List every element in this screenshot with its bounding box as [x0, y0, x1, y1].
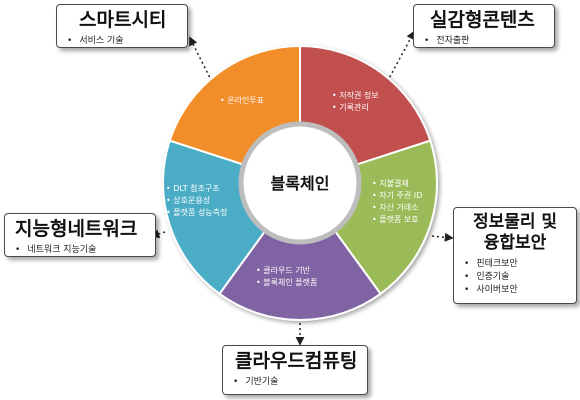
ring-segment-label: • 블록체인 플랫폼 [256, 277, 317, 287]
cps-security-item: 핀테크보안 [460, 258, 570, 271]
ring-segment-label: • 기록관리 [332, 102, 369, 112]
intelligent-network-item: 네트워크 지능기술 [11, 244, 149, 257]
cps-security-title-line1: 정보물리 및 [472, 212, 558, 232]
connector-security [431, 232, 454, 242]
ring-segment-label: • 자기 주권 ID [372, 190, 422, 200]
ring-segment-label: • 플랫폼 보호 [372, 214, 419, 224]
ring-segment-label: • 지불결제 [372, 178, 409, 188]
ring-segment-label: • 저작권 정보 [332, 90, 379, 100]
immersive-content-box: 실감형콘텐츠 전자출판 [413, 4, 555, 48]
ring-segment-label: • 상호운용성 [166, 195, 210, 205]
smartcity-item: 서비스 기술 [63, 35, 181, 48]
cps-security-title-line2: 융합보안 [483, 233, 547, 253]
intelligent-network-title: 지능형네트워크 [15, 218, 138, 240]
center-label: 블록체인 [271, 174, 330, 193]
ring-segment-label: • DLT 참조구조 [166, 183, 220, 193]
cloud-computing-title: 클라우드컴퓨팅 [235, 350, 358, 372]
smartcity-box: 스마트시티 서비스 기술 [56, 4, 188, 48]
ring-segment-label: • 클라우드 기반 [256, 266, 311, 275]
cps-security-item: 사이버보안 [460, 284, 570, 297]
cps-security-item: 인증기술 [460, 271, 570, 284]
cloud-computing-box: 클라우드컴퓨팅 기반기술 [222, 345, 368, 395]
cloud-computing-item: 기반기술 [229, 376, 361, 389]
intelligent-network-box: 지능형네트워크 네트워크 지능기술 [4, 213, 156, 257]
center-circle [238, 121, 362, 245]
smartcity-title: 스마트시티 [79, 9, 167, 31]
ring-segment-label: • 온라인투표 [220, 95, 264, 105]
immersive-content-title: 실감형콘텐츠 [430, 9, 535, 31]
connector-smartcity [189, 36, 215, 87]
cps-security-box: 정보물리 및 융합보안 핀테크보안 인증기술 사이버보안 [453, 207, 577, 304]
ring-segment-label: • 자산 거래소 [372, 202, 419, 212]
connector-content [384, 30, 415, 87]
immersive-content-item: 전자출판 [420, 35, 548, 48]
ring-segment-label: • 플랫폼 성능측정 [166, 207, 227, 217]
